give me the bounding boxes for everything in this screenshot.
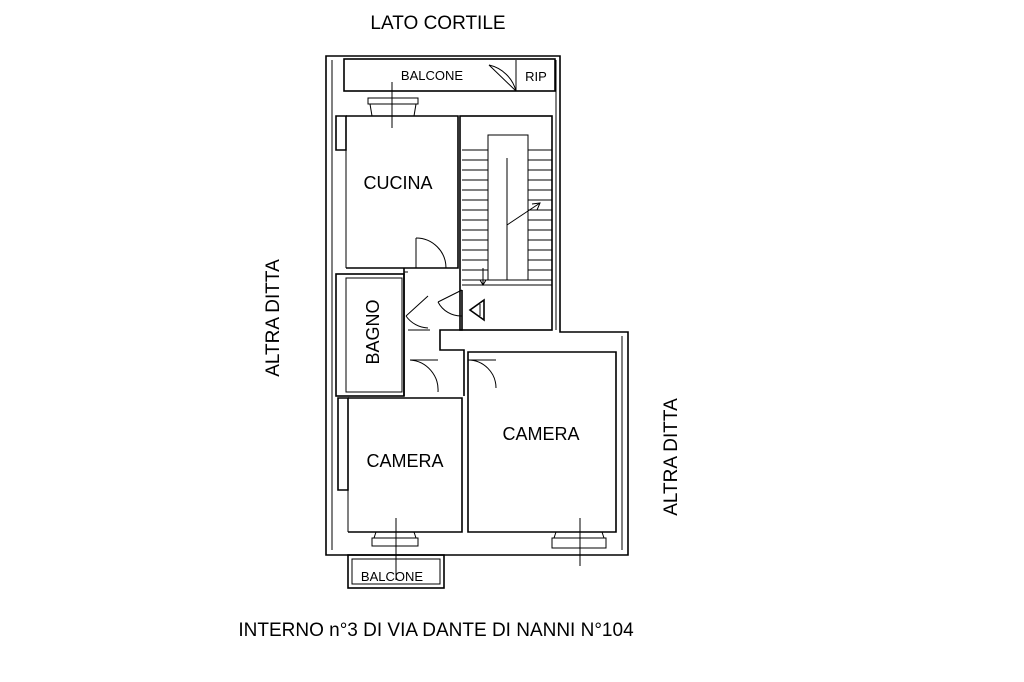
bedroom-left-room: CAMERA — [337, 397, 463, 580]
hallway — [403, 268, 465, 396]
kitchen-room: CUCINA — [335, 82, 459, 269]
bottom-balcony-label: BALCONE — [361, 569, 423, 584]
bathroom-room: BAGNO — [335, 273, 405, 397]
bottom-balcony: BALCONE — [347, 554, 445, 589]
bedroom-right-label: CAMERA — [502, 424, 579, 444]
address-caption: INTERNO n°3 DI VIA DANTE DI NANNI N°104 — [238, 620, 634, 641]
top-balcony: BALCONE RIP — [343, 58, 556, 92]
bedroom-left-label: CAMERA — [366, 451, 443, 471]
top-balcony-label: BALCONE — [401, 68, 463, 83]
rip-label: RIP — [525, 69, 547, 84]
kitchen-label: CUCINA — [363, 173, 432, 193]
outer-walls — [325, 55, 629, 556]
courtyard-side-label: LATO CORTILE — [370, 13, 505, 34]
stairwell — [459, 115, 553, 331]
right-neighbor-label: ALTRA DITTA — [661, 398, 682, 516]
entrance-arrow-icon — [468, 298, 485, 322]
left-neighbor-label: ALTRA DITTA — [263, 259, 284, 377]
bathroom-label: BAGNO — [363, 299, 383, 364]
bedroom-right-room: CAMERA — [467, 351, 617, 566]
